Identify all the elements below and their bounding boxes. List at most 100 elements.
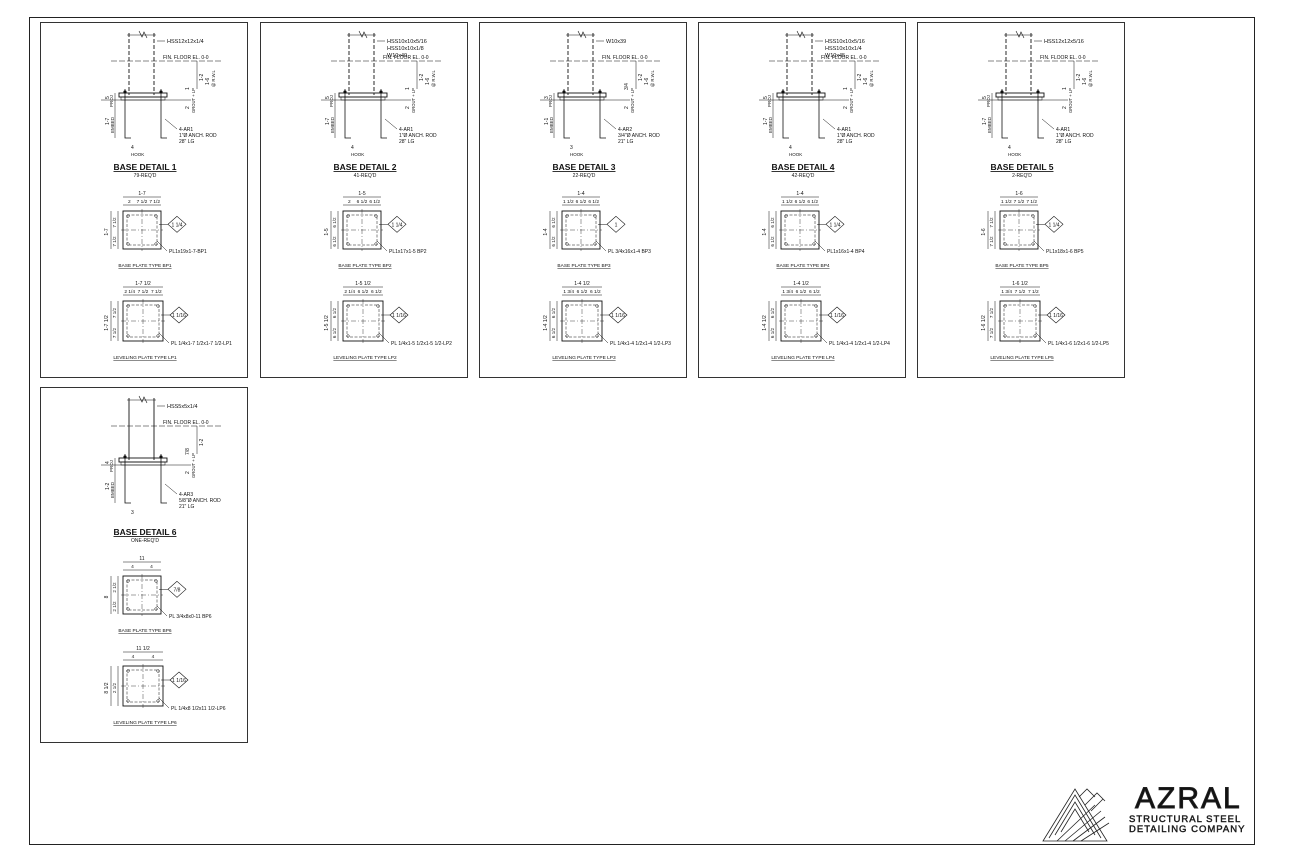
anchor-hook-right bbox=[818, 133, 825, 139]
finish-floor-label: FIN. FLOOR EL. 0-0 bbox=[163, 420, 209, 426]
anchor-hole bbox=[374, 242, 378, 246]
embed-label: EMBED bbox=[110, 116, 115, 133]
callout-leader bbox=[378, 332, 390, 344]
side-overall-value: 8 bbox=[104, 595, 110, 598]
elevation-note-value: 1-6 bbox=[205, 78, 211, 85]
detail-required-qty: 79-REQ'D bbox=[134, 173, 157, 179]
grout-value: 2 bbox=[1062, 106, 1068, 109]
hook-label: HOOK bbox=[131, 152, 144, 157]
anchor-hole bbox=[154, 579, 158, 583]
base-plate-section bbox=[557, 92, 607, 98]
grout-top-value: 1 bbox=[843, 87, 849, 90]
logo-line-1: STRUCTURAL STEEL bbox=[1129, 814, 1241, 825]
partial-dim-value: 2 1/4 bbox=[124, 289, 135, 295]
weld-size: 1 bbox=[615, 222, 618, 228]
anchor-hook-left bbox=[563, 133, 570, 139]
elevation-top-value: 1-2 bbox=[1076, 74, 1082, 81]
anchor-hole bbox=[784, 214, 788, 218]
weld-symbol bbox=[167, 580, 187, 598]
callout-leader bbox=[156, 605, 168, 617]
anchor-rod-label: 28" LG bbox=[179, 139, 195, 145]
embed-label: EMBED bbox=[330, 116, 335, 133]
anchor-rod-label: 1"Ø ANCH. ROD bbox=[1056, 133, 1094, 139]
anchor-hole bbox=[1003, 214, 1007, 218]
side-partial-value: 6 1/2 bbox=[332, 217, 337, 228]
base-plate-section bbox=[776, 92, 826, 98]
overall-dim-value: 1-6 1/2 bbox=[1012, 281, 1028, 287]
anchor-hole bbox=[126, 699, 130, 703]
detail-title: BASE DETAIL 6 bbox=[114, 527, 177, 537]
grout-top-value: 1 bbox=[1062, 87, 1068, 90]
anchor-hole bbox=[1003, 304, 1007, 308]
partial-dim-value: 6 1/2 bbox=[577, 289, 588, 295]
side-partial-value: 6 1/2 bbox=[551, 217, 556, 228]
overall-dim-value: 1-7 bbox=[138, 191, 145, 197]
anchor-rod-label: 4-AR1 bbox=[1056, 127, 1070, 133]
anchor-hole bbox=[784, 242, 788, 246]
anchor-hole bbox=[565, 214, 569, 218]
anchor-hole bbox=[126, 214, 130, 218]
anchor-rod-leader bbox=[1041, 118, 1055, 130]
side-partial-value: 6 1/2 bbox=[770, 236, 775, 247]
weld-size: 1 1/16 bbox=[392, 313, 406, 319]
anchor-hole bbox=[376, 334, 380, 338]
grout-value: 2 bbox=[624, 106, 630, 109]
proj-label: PROJ bbox=[548, 95, 553, 107]
grout-label: GROUT + LP bbox=[191, 88, 196, 113]
anchor-hole bbox=[374, 214, 378, 218]
proj-label: PROJ bbox=[986, 95, 991, 107]
anchor-hole bbox=[156, 304, 160, 308]
column-size-label: HSS12x12x5/16 bbox=[1044, 39, 1084, 45]
anchor-rod-leader bbox=[822, 118, 836, 130]
detail-required-qty: 41-REQ'D bbox=[354, 173, 377, 179]
partial-dim-value: 7 1/2 bbox=[1015, 289, 1026, 295]
anchor-rod-leader bbox=[164, 118, 178, 130]
base-plate-section bbox=[118, 457, 168, 463]
anchor-hole bbox=[595, 304, 599, 308]
plate-callout: PL1x19x1-7-BP1 bbox=[169, 249, 207, 255]
break-symbol bbox=[358, 30, 368, 39]
side-partial-value: 7 1/2 bbox=[989, 236, 994, 247]
elevation-note-value: 1-6 bbox=[863, 78, 869, 85]
embed-label: EMBED bbox=[987, 116, 992, 133]
partial-dim-value: 4 bbox=[131, 564, 134, 570]
elevation-top-value: 1-2 bbox=[199, 74, 205, 81]
partial-dim-value: 7 1/2 bbox=[1014, 199, 1025, 205]
partial-dim-value: 2 1/4 bbox=[344, 289, 355, 295]
overall-dim-value: 11 1/2 bbox=[136, 646, 150, 652]
base-plate-section bbox=[118, 92, 168, 98]
plate-callout: PL 1/4x1-6 1/2x1-6 1/2-LP5 bbox=[1048, 341, 1109, 347]
anchor-hole bbox=[1031, 214, 1035, 218]
partial-dim-value: 7 1/2 bbox=[149, 199, 160, 205]
hook-value: 4 bbox=[131, 145, 134, 151]
anchor-hole bbox=[346, 304, 350, 308]
anchor-hole bbox=[346, 214, 350, 218]
side-partial-value: 6 1/2 bbox=[770, 217, 775, 228]
anchor-hole bbox=[593, 214, 597, 218]
plate-callout: PL 1/4x1-4 1/2x1-4 1/2-LP4 bbox=[829, 341, 890, 347]
hook-label: HOOK bbox=[570, 152, 583, 157]
detail-title: BASE DETAIL 4 bbox=[772, 162, 835, 172]
elevation-note-label: @ R.W.L bbox=[211, 70, 216, 87]
embed-value: 1-7 bbox=[325, 118, 331, 125]
partial-dim-value: 6 1/2 bbox=[795, 199, 806, 205]
plate-callout: PL 1/4x1-7 1/2x1-7 1/2-LP1 bbox=[171, 341, 232, 347]
side-partial-value: 7 1/2 bbox=[112, 217, 117, 228]
side-partial-value: 6 1/2 bbox=[332, 327, 337, 338]
plate-callout: PL1x18x1-6 BP5 bbox=[1046, 249, 1084, 255]
callout-leader bbox=[1033, 240, 1045, 252]
column-size-label: HSS12x12x1/4 bbox=[167, 39, 204, 45]
anchor-rod-label: 5/8"Ø ANCH. ROD bbox=[179, 498, 221, 504]
anchor-hook-right bbox=[380, 133, 387, 139]
proj-label: PROJ bbox=[109, 460, 114, 472]
finish-floor-label: FIN. FLOOR EL. 0-0 bbox=[1040, 55, 1086, 61]
side-partial-value: 7 1/2 bbox=[112, 236, 117, 247]
grout-top-value: 3/4 bbox=[624, 83, 630, 90]
callout-leader bbox=[156, 240, 168, 252]
break-symbol bbox=[1015, 30, 1025, 39]
anchor-hole bbox=[1003, 334, 1007, 338]
